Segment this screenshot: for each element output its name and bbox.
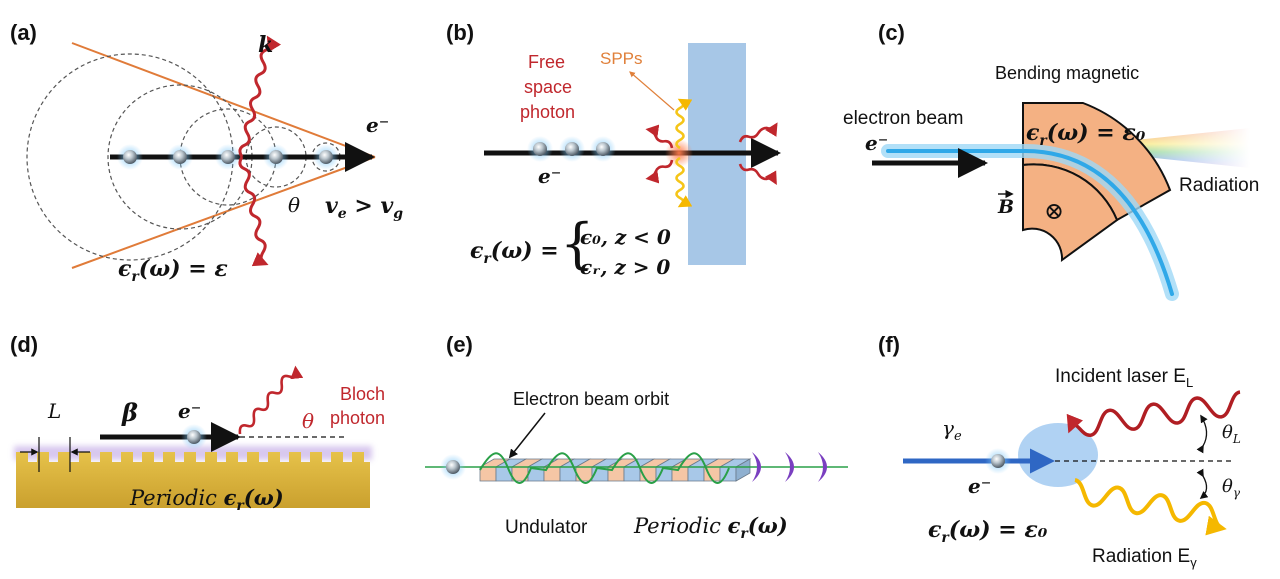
electron-orbit-wiggle (479, 452, 730, 484)
panel-c-label: (c) (878, 20, 905, 45)
undulator-block (575, 466, 593, 482)
bending-magnetic-label: Bending magnetic (995, 63, 1139, 83)
permittivity-c: ϵr(ω) = ε₀ (1026, 120, 1146, 149)
undulator-block (479, 466, 497, 482)
electron-symbol-b: e⁻ (538, 164, 561, 188)
radiation-chevrons (752, 452, 827, 482)
undulator-block (687, 466, 705, 482)
incident-laser-wave (1066, 390, 1241, 437)
spp-pointer-arrow (629, 71, 675, 111)
electron-ball (167, 144, 193, 170)
radiation-chevron (785, 452, 794, 482)
spp-label: SPPs (600, 49, 643, 68)
panel-d-label: (d) (10, 332, 38, 357)
electron-symbol-a: e⁻ (366, 113, 389, 137)
permittivity-b-lhs: ϵr(ω) = (470, 238, 559, 267)
electron-ball (985, 448, 1011, 474)
electron-ball (313, 144, 339, 170)
photon-wave-forward-down (738, 163, 777, 185)
permittivity-f: ϵr(ω) = ε₀ (928, 517, 1048, 546)
free-space-label-3: photon (520, 102, 575, 122)
panel-e-label: (e) (446, 332, 473, 357)
electron-beam-core (886, 149, 1174, 296)
periodic-grating (16, 452, 370, 508)
angle-arc-theta-L (1196, 414, 1208, 454)
gamma-e-label: γe (942, 416, 962, 444)
electron-ball (590, 136, 616, 162)
piecewise-case-2: ϵᵣ, z > 0 (580, 255, 670, 279)
incident-laser-label: Incident laser EL (1055, 366, 1193, 390)
electron-symbol-f: e⁻ (968, 474, 991, 498)
piecewise-case-1: ϵ₀, z < 0 (580, 225, 671, 249)
orbit-pointer-arrow (508, 412, 546, 459)
cone-lower-line (71, 156, 376, 269)
undulator-magnet-array (478, 458, 752, 482)
electron-balls (117, 144, 339, 170)
free-space-label-1: Free (528, 52, 565, 72)
into-page-icon: ⊗ (1044, 197, 1064, 225)
photon-wave-upper (238, 35, 282, 158)
photon-wave-forward-up (738, 122, 778, 143)
panel-f: (f) Incident laser EL θL θγ γe e⁻ ϵr(ω) … (878, 332, 1241, 570)
velocity-condition: ve > vg (325, 193, 403, 222)
angle-arc-theta-gamma (1196, 468, 1209, 499)
wave-vector-k: k (258, 32, 273, 58)
spp-wave-up (675, 98, 693, 150)
beta-symbol: β (121, 398, 138, 427)
panel-b: (b) SPPs Free space photon e⁻ ϵr(ω) = { … (446, 20, 781, 279)
photon-wave-lower (238, 156, 269, 267)
panel-a-label: (a) (10, 20, 37, 45)
panel-b-label: (b) (446, 20, 474, 45)
electron-symbol-d: e⁻ (178, 399, 201, 423)
theta-d: θ (302, 409, 314, 433)
electron-ball (527, 136, 553, 162)
periodic-permittivity-e: Periodic ϵr(ω) (633, 513, 788, 542)
photon-wave-back-up (645, 124, 674, 149)
electron-ball (559, 136, 585, 162)
electron-balls-b (527, 136, 616, 162)
radiation-label-f: Radiation Eγ (1092, 546, 1197, 570)
theta-gamma-label: θγ (1222, 476, 1241, 500)
spp-wave-down (675, 156, 693, 208)
undulator-block-side (735, 458, 751, 482)
radiation-chevron (752, 452, 761, 482)
electron-ball (117, 144, 143, 170)
radiation-wave-f (1074, 478, 1227, 536)
undulator-label: Undulator (505, 517, 588, 538)
panel-d: (d) L β e⁻ θ Bloch photon Periodic ϵr(ω) (10, 332, 385, 514)
period-label-L: L (47, 399, 61, 423)
panel-e: (e) Electron beam orbit Undulator Period… (425, 332, 848, 542)
electron-beam-label: electron beam (843, 108, 963, 129)
radiation-label-c: Radiation (1179, 175, 1259, 196)
magnet-sector-inner (1022, 163, 1119, 263)
undulator-block (623, 466, 641, 482)
panel-c: (c) Bending magnetic electron beam e⁻ ϵr… (843, 20, 1259, 301)
electron-ball (263, 144, 289, 170)
theta-a: θ (288, 193, 300, 217)
periodic-permittivity-d: Periodic ϵr(ω) (129, 485, 284, 514)
electron-symbol-c: e⁻ (865, 131, 888, 155)
radiation-chevron (818, 452, 827, 482)
photon-wave-back-down (645, 159, 674, 184)
radiation-rainbow (1060, 128, 1250, 168)
bloch-photon-wave (238, 365, 304, 435)
permittivity-a: ϵr(ω) = ε (118, 256, 228, 285)
piecewise-brace: { (560, 212, 594, 275)
panel-a: (a) k e⁻ θ ve > vg ϵr(ω) = ε (10, 20, 403, 285)
orbit-label: Electron beam orbit (513, 389, 669, 409)
electron-ball (440, 454, 466, 480)
magnetic-field-label: B (997, 196, 1014, 218)
bloch-label-1: Bloch (340, 384, 385, 404)
free-space-label-2: space (524, 77, 572, 97)
panel-f-label: (f) (878, 332, 900, 357)
bloch-label-2: photon (330, 408, 385, 428)
electron-ball (181, 424, 207, 450)
electron-ball (215, 144, 241, 170)
theta-L-label: θL (1222, 422, 1241, 446)
